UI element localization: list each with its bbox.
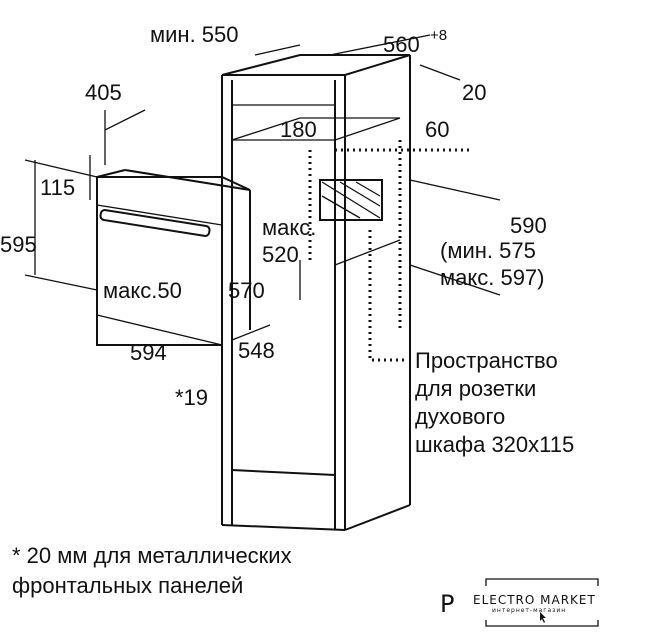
- label-115: 115: [40, 175, 75, 200]
- label-594: 594: [130, 340, 167, 365]
- socket-text-line4: шкафа 320x115: [415, 432, 574, 457]
- footnote-line2: фронтальных панелей: [12, 573, 243, 598]
- label-star-19: *19: [175, 385, 208, 410]
- label-520: 520: [262, 242, 299, 267]
- label-20: 20: [462, 80, 486, 105]
- label-180: 180: [280, 117, 317, 142]
- label-60: 60: [425, 117, 449, 142]
- label-548: 548: [238, 338, 275, 363]
- logo-sub: интернет-магазин: [492, 607, 566, 614]
- socket-text-line3: духового: [415, 404, 505, 429]
- label-maks-50: макс.50: [103, 278, 182, 303]
- socket-text-line1: Пространство: [415, 348, 558, 373]
- label-min-550: мин. 550: [150, 22, 239, 47]
- label-405: 405: [85, 80, 122, 105]
- footnote-line1: * 20 мм для металлических: [12, 543, 292, 568]
- label-min-575: (мин. 575: [440, 238, 536, 263]
- label-595: 595: [0, 232, 37, 257]
- label-maks: макс.: [262, 215, 316, 240]
- dimension-lines: [24, 34, 501, 375]
- label-560-tolerance: +8: [430, 27, 447, 44]
- logo-name: ELECTRO MARKET: [473, 593, 596, 607]
- socket-text-line2: для розетки: [415, 376, 536, 401]
- logo-letter: P: [440, 590, 454, 618]
- electro-market-logo: P ELECTRO MARKET интернет-магазин: [440, 578, 599, 627]
- oven: [96, 169, 251, 346]
- label-590: 590: [510, 213, 547, 238]
- label-570: 570: [228, 278, 265, 303]
- label-560: 560: [383, 32, 420, 57]
- label-maks-597: макс. 597): [440, 265, 545, 290]
- cursor-icon: [540, 612, 546, 623]
- cabinet: [221, 54, 470, 531]
